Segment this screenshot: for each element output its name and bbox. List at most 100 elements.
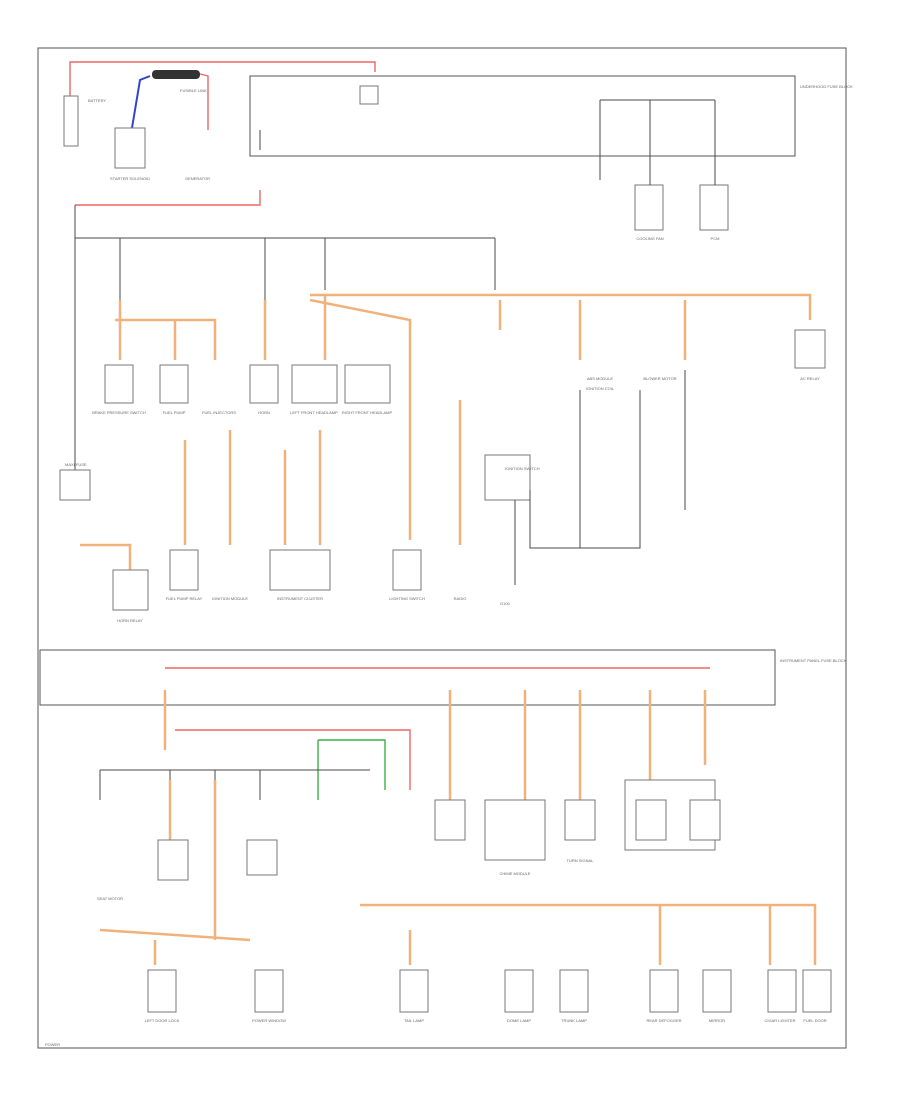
component-label: DOME LAMP <box>507 1018 531 1023</box>
ground-label: G100 <box>500 601 511 606</box>
component-door-lock <box>147 969 177 1013</box>
component-label: MIRROR <box>709 1018 725 1023</box>
component-mirror <box>246 839 278 876</box>
component-label: BLOWER MOTOR <box>643 376 676 381</box>
component-label: TAIL LAMP <box>404 1018 424 1023</box>
component-turn-right-a <box>767 969 797 1013</box>
component-trunk <box>504 969 534 1013</box>
component-label: TRUNK LAMP <box>561 1018 587 1023</box>
component-chime <box>484 799 546 861</box>
component-horn <box>249 364 279 404</box>
component-tail <box>399 969 429 1013</box>
component-label: FUEL INJECTORS <box>202 410 236 415</box>
ignition-return <box>529 390 641 549</box>
orange-lower-left <box>80 543 132 570</box>
ip-lower-bus <box>99 769 370 800</box>
bottom-component-labels: LEFT DOOR LOCK POWER WINDOW SEAT MOTOR TAIL… <box>97 858 827 1023</box>
orange-feed-right <box>498 300 687 360</box>
component-turn-left <box>702 969 732 1013</box>
mid-component-labels: FUEL PUMP RELAY HORN RELAY IGNITION MODULE… <box>117 596 466 623</box>
component-left-headlamp <box>291 364 338 404</box>
component-instrument-cluster <box>269 549 331 591</box>
component-defogger <box>559 969 589 1013</box>
component-pcm <box>794 329 826 369</box>
component-ignition-switch <box>484 454 531 501</box>
component-horn-relay <box>112 569 149 611</box>
outer-frame <box>37 47 847 1049</box>
component-turn-right-b <box>802 969 832 1013</box>
component-label: BRAKE PRESSURE SWITCH <box>92 410 146 415</box>
component-fuel-pump <box>159 364 189 404</box>
component-label: LEFT DOOR LOCK <box>145 1018 180 1023</box>
component-fuel-door <box>649 969 679 1013</box>
instrument-panel-fuse-block <box>39 649 776 706</box>
fuse-outputs <box>599 150 716 185</box>
relay-label: IGNITION SWITCH <box>505 466 540 471</box>
ip-red-bus <box>165 667 710 790</box>
fusible-link-label: FUSIBLE LINK <box>180 88 207 93</box>
component-dome <box>434 799 466 841</box>
orange-downfeeds <box>183 300 462 545</box>
component-label: LIGHTING SWITCH <box>389 596 425 601</box>
fusible-link <box>152 70 200 79</box>
main-fuse-relay <box>359 85 379 105</box>
component-label: SEAT MOTOR <box>97 896 123 901</box>
component-label: AC RELAY <box>800 376 820 381</box>
starter-cable <box>131 75 151 129</box>
component-label: HORN <box>258 410 270 415</box>
ip-orange-feeds <box>163 690 707 800</box>
component-cigar <box>564 799 596 841</box>
maxi-feed-wire <box>75 190 261 206</box>
component-label: COOLING FAN <box>636 236 663 241</box>
component-label: HORN RELAY <box>117 618 143 623</box>
component-window <box>254 969 284 1013</box>
component-radio-b <box>689 799 721 841</box>
ip-orange-lower <box>99 780 817 965</box>
top-component-labels: BRAKE PRESSURE SWITCH FUEL PUMP FUEL INJEC… <box>92 236 820 415</box>
battery <box>63 95 79 147</box>
component-label: LEFT FRONT HEADLAMP <box>290 410 338 415</box>
component-seat <box>157 839 189 881</box>
component-label: FUEL DOOR <box>803 1018 826 1023</box>
component-label: PCM <box>711 236 720 241</box>
maxi-fuse-label: MAXI FUSE <box>65 462 87 467</box>
component-fuel-pump-relay <box>169 549 199 591</box>
component-label: INSTRUMENT CLUSTER <box>277 596 323 601</box>
component-label: ABS MODULE <box>587 376 614 381</box>
generator-feed <box>199 73 209 130</box>
maxi-fuse-box <box>59 469 91 501</box>
component-label: TURN SIGNAL <box>567 858 595 863</box>
component-brake <box>104 364 134 404</box>
component-label: RIGHT FRONT HEADLAMP <box>342 410 393 415</box>
main-bus <box>74 205 496 470</box>
underhood-fuse-block <box>249 75 796 157</box>
orange-feed-mid <box>309 293 812 540</box>
cooling-fan-relay <box>634 184 664 231</box>
component-label: IGNITION COIL <box>586 386 615 391</box>
fuse-block-bus <box>259 99 716 150</box>
component-label: FUEL PUMP <box>163 410 186 415</box>
starter-label: STARTER SOLENOID <box>110 176 150 181</box>
component-label: FUEL PUMP RELAY <box>166 596 203 601</box>
ground-leads <box>514 370 686 585</box>
battery-label: BATTERY <box>88 98 106 103</box>
component-label: REAR DEFOGGER <box>646 1018 681 1023</box>
orange-feed-left <box>115 300 217 360</box>
component-radio-a <box>635 799 667 841</box>
component-label: RADIO <box>454 596 467 601</box>
starter-solenoid <box>114 127 146 169</box>
component-right-headlamp <box>344 364 391 404</box>
underhood-fuse-block-label: UNDERHOOD FUSE BLOCK <box>800 84 853 89</box>
corner-label: POWER <box>45 1042 60 1047</box>
component-label: CIGAR LIGHTER <box>764 1018 795 1023</box>
component-lighting-switch <box>392 549 422 591</box>
component-label: IGNITION MODULE <box>212 596 248 601</box>
bottom-fuse-block-label: INSTRUMENT PANEL FUSE BLOCK <box>780 658 847 663</box>
component-label: CHIME MODULE <box>499 871 530 876</box>
battery-feed-wire <box>69 61 376 96</box>
component-label: POWER WINDOW <box>252 1018 286 1023</box>
generator-label: GENERATOR <box>185 176 210 181</box>
ac-relay-box <box>699 184 729 231</box>
